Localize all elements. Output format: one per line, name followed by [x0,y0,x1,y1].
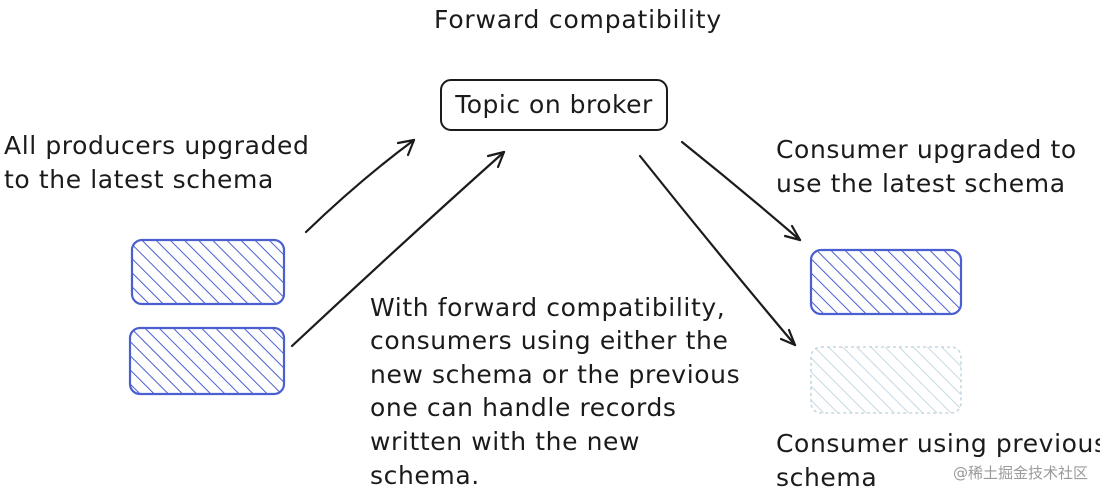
note-line-5: written with the new [370,427,640,456]
consumer-upgraded-label-line-1: Consumer upgraded to [776,135,1077,164]
note-line-2: consumers using either the [370,326,728,355]
note-line-3: new schema or the previous [370,360,740,389]
producer-2 [128,326,286,396]
arrow-topic-to-consumer-upgraded [680,140,802,242]
note-line-4: one can handle records [370,393,677,422]
producers-label-line-1: All producers upgraded [4,131,309,160]
consumer-upgraded [809,248,963,316]
consumer-previous-label-line-2: schema [776,463,877,491]
note-line-6: schema. [370,461,480,490]
compatibility-note: With forward compatibility, consumers us… [370,293,749,490]
topic-node: Topic on broker [440,79,668,131]
consumer-previous-label-line-1: Consumer using previous [776,429,1100,458]
arrow-producer-2-to-topic [290,150,506,348]
diagram-title: Forward compatibility [434,5,722,34]
producers-label: All producers upgraded to the latest sch… [4,131,318,194]
watermark: @稀土掘金技术社区 [952,464,1088,482]
note-line-1: With forward compatibility, [370,293,725,322]
consumer-previous [810,346,962,414]
arrow-topic-to-consumer-previous [638,154,797,347]
topic-box [440,79,668,131]
consumer-upgraded-label: Consumer upgraded to use the latest sche… [776,135,1085,198]
producer-1 [130,238,286,306]
topic-label: Topic on broker [454,90,653,119]
consumer-previous-label: Consumer using previous schema [776,429,1100,491]
consumer-upgraded-label-line-2: use the latest schema [776,169,1066,198]
producers-label-line-2: to the latest schema [4,165,274,194]
arrow-producer-1-to-topic [304,138,416,234]
